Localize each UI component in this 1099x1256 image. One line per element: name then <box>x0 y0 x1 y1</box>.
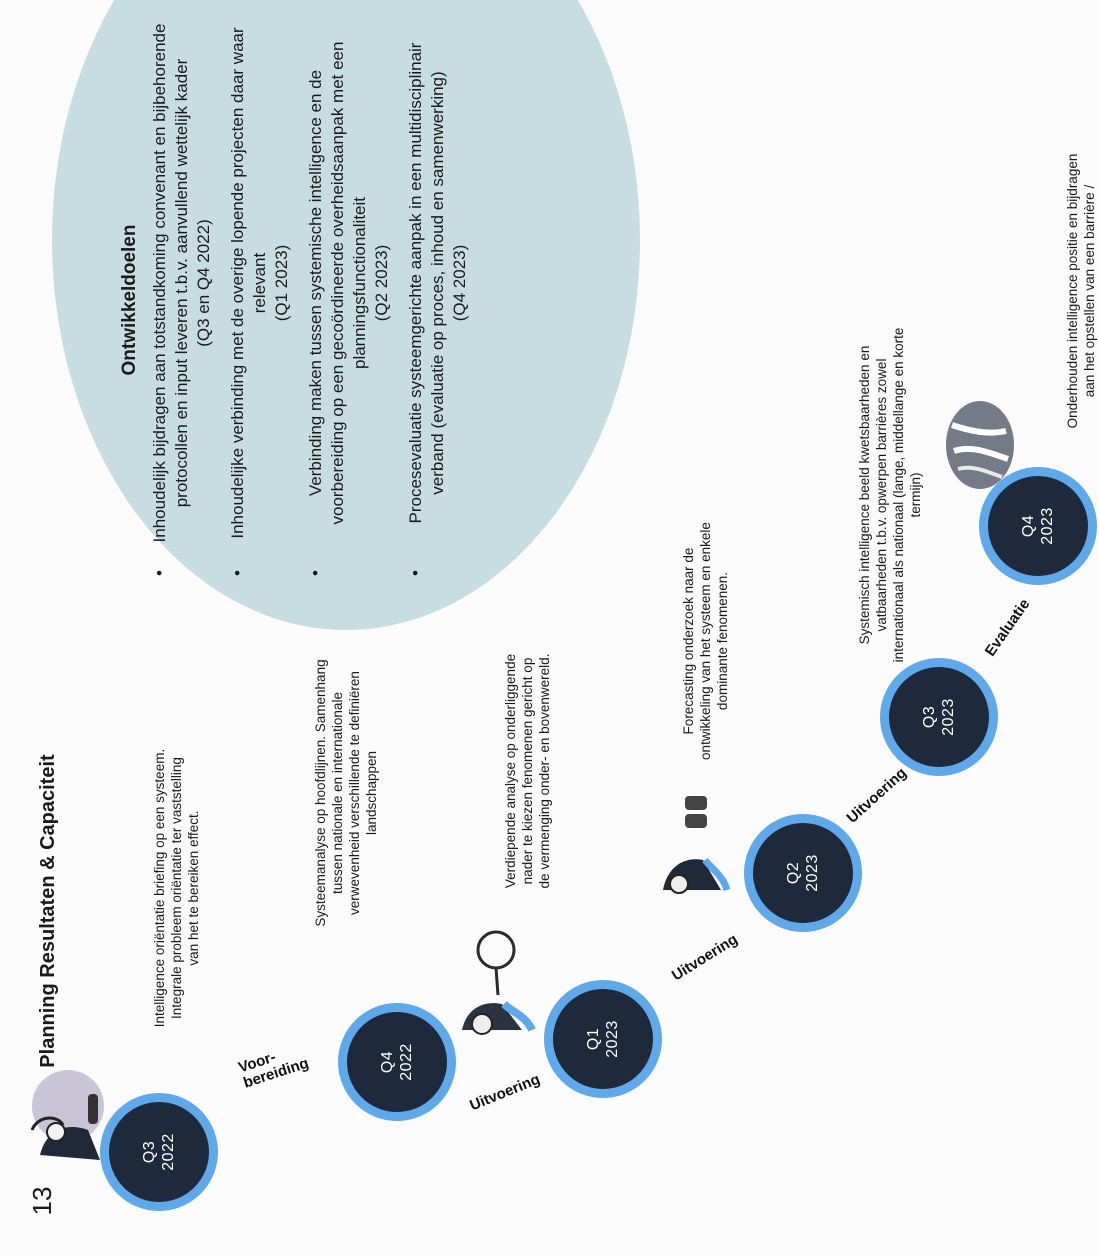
goal-period: (Q3 en Q4 2022) <box>194 219 213 347</box>
node-label: Q2 2023 <box>785 854 821 892</box>
bullet-icon: • <box>150 570 169 576</box>
handshake-icon <box>946 401 1014 489</box>
phase-label-evaluatie: Evaluatie <box>981 595 1034 660</box>
goal-period: (Q2 2023) <box>372 244 391 322</box>
node-description: Systeemanalyse op hoofdlijnen. Samenhang… <box>313 659 379 927</box>
node-description: Verdiepende analyse op onderliggende nad… <box>503 653 552 889</box>
goals-title: Ontwikkeldoelen <box>119 224 140 376</box>
person-with-globe-icon <box>30 1070 104 1160</box>
node-description: Onderhouden intelligence positie en bijd… <box>1065 153 1097 429</box>
page-number: 13 <box>27 1186 57 1216</box>
person-with-magnifier-icon <box>462 930 536 1035</box>
node-label: Q3 2022 <box>141 1133 177 1171</box>
bullet-icon: • <box>406 570 425 576</box>
timeline-node-q3-2022: Q3 2022 <box>100 1093 218 1211</box>
bullet-icon: • <box>306 570 325 576</box>
goal-item: • Inhoudelijke verbinding met de overige … <box>227 20 293 580</box>
node-label: Q4 2023 <box>1020 507 1056 545</box>
goal-period: (Q4 2023) <box>450 244 469 322</box>
goal-item: • Procesevaluatie systeemgerichte aanpak … <box>405 20 471 580</box>
phase-label-uitvoering: Uitvoering <box>467 1070 543 1115</box>
node-label: Q1 2023 <box>585 1020 621 1058</box>
node-label: Q3 2023 <box>921 698 957 736</box>
goal-text: Procesevaluatie systeemgerichte aanpak i… <box>406 42 447 524</box>
node-description: Intelligence oriëntatie briefing op een … <box>152 748 201 1028</box>
phase-label-voorbereiding: Voor- bereiding <box>236 1048 311 1092</box>
timeline-node-q1-2023: Q1 2023 <box>544 980 662 1098</box>
goal-period: (Q1 2023) <box>272 244 291 322</box>
node-label: Q4 2022 <box>379 1043 415 1081</box>
goals-background-circle <box>52 0 640 630</box>
phase-label-uitvoering: Uitvoering <box>843 764 911 827</box>
timeline-node-q3-2023: Q3 2023 <box>880 658 998 776</box>
timeline-node-q4-2022: Q4 2022 <box>338 1003 456 1121</box>
goal-text: Inhoudelijk bijdragen aan totstandkoming… <box>150 23 191 543</box>
goals-panel: Ontwikkeldoelen • Inhoudelijk bijdragen a… <box>119 20 509 580</box>
bullet-icon: • <box>228 570 247 576</box>
page-title: Planning Resultaten & Capaciteit <box>37 754 59 1068</box>
goal-text: Inhoudelijke verbinding met de overige l… <box>228 27 269 539</box>
goal-item: • Inhoudelijk bijdragen aan totstandkomin… <box>149 20 215 580</box>
person-with-binoculars-icon <box>663 796 731 894</box>
phase-label-uitvoering: Uitvoering <box>668 930 741 985</box>
goal-text: Verbinding maken tussen systemische inte… <box>306 41 369 525</box>
timeline-node-q2-2023: Q2 2023 <box>744 814 862 932</box>
node-description: Systemisch intelligence beeld kwetsbaarh… <box>857 327 923 663</box>
goal-item: • Verbinding maken tussen systemische int… <box>305 20 393 580</box>
timeline-node-q4-2023: Q4 2023 <box>979 467 1097 585</box>
node-description: Forecasting onderzoek naar de ontwikkeli… <box>681 522 730 760</box>
